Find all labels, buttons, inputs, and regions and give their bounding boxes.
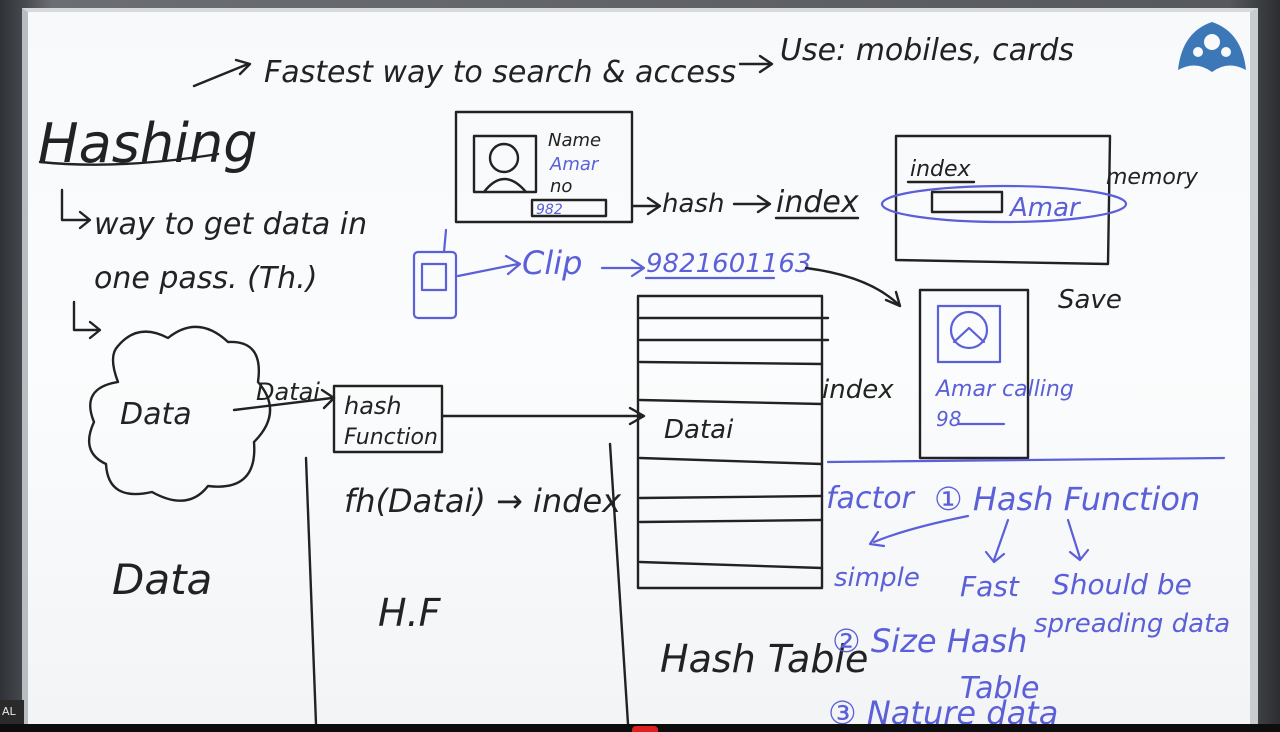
clip-label: Clip [522, 244, 582, 282]
formula: fh(Datai) → index [344, 482, 622, 520]
memory-entry: Amar [1008, 193, 1082, 223]
card-number-box [530, 198, 608, 218]
corner-tag: AL [0, 700, 24, 724]
factor-two: ② Size Hash [832, 622, 1027, 660]
table-row-data: Datai [664, 415, 734, 445]
number-to-caller-arrow [804, 266, 902, 308]
table-title: Hash Table [660, 637, 868, 681]
person-portrait-icon [472, 134, 538, 194]
card-name-label: Name [548, 130, 601, 151]
clip-arrow [600, 258, 646, 278]
record-indicator [632, 726, 658, 732]
hf-label: H.F [378, 591, 442, 635]
caller-card [918, 288, 1030, 460]
factor-arrow-spread [1066, 518, 1090, 562]
def-arrow-2 [72, 300, 102, 340]
whiteboard-drawing: Hashing Fastest way to search & access U… [38, 22, 1246, 726]
memory-entry-highlight [880, 184, 1128, 224]
arrow-label: Datai [256, 378, 320, 406]
hash-to-table-arrow [440, 406, 646, 426]
hash-table [636, 294, 830, 590]
use-text: Use: mobiles, cards [780, 33, 1074, 68]
memory-box [894, 134, 1112, 266]
cloud-label: Data [120, 397, 192, 432]
chain-index: index [776, 185, 859, 220]
factor-one: ① Hash Function [934, 480, 1200, 518]
data-cloud [87, 325, 272, 502]
intro-text: Fastest way to search & access [264, 55, 736, 90]
phone-number: 9821601163 [646, 249, 811, 279]
hash-function-box [332, 384, 444, 454]
memory-label: memory [1106, 165, 1199, 190]
hash-box-line-1: hash [344, 392, 402, 420]
chain-arrow [732, 194, 772, 214]
id-card [454, 110, 634, 224]
factor-two-b: Table [960, 671, 1039, 706]
factor-three: ③ Nature data [828, 694, 1058, 726]
hash-box-line-2: Function [344, 425, 438, 450]
card-no-label: no [550, 176, 572, 197]
def-arrow [60, 188, 92, 230]
factor-sub-fast: Fast [960, 570, 1020, 603]
phone-icon [412, 228, 458, 320]
phone-arrow [456, 254, 522, 278]
factors-divider [826, 456, 1226, 464]
table-index-label: index [822, 375, 894, 405]
whiteboard: Hashing Fastest way to search & access U… [22, 8, 1258, 726]
factor-arrow-simple [868, 514, 970, 548]
card-name-value: Amar [549, 154, 600, 175]
card-number: 982 [536, 202, 563, 218]
caller-name: Amar calling [934, 377, 1074, 402]
title-underline [38, 152, 220, 166]
hash-table-outline [636, 294, 824, 590]
memory-entry-box [930, 190, 1004, 214]
factor-heading: factor [826, 481, 916, 516]
use-arrow [738, 54, 774, 74]
chain-hash: hash [662, 189, 724, 219]
right-divider [608, 442, 630, 726]
factor-arrow-fast [984, 518, 1010, 564]
intro-arrow [192, 58, 252, 88]
caller-number: 98 [936, 407, 961, 431]
definition-line-1: way to get data in [94, 207, 367, 242]
memory-index: index [910, 157, 972, 182]
factor-sub-simple: simple [834, 563, 920, 593]
card-arrow [630, 196, 662, 216]
emblem-icon [1178, 22, 1246, 72]
save-label: Save [1058, 285, 1122, 315]
left-divider [304, 456, 318, 726]
hash-table-rows [638, 316, 830, 570]
factor-sub-should: Should be [1052, 568, 1192, 601]
title-hashing: Hashing [38, 112, 258, 175]
definition-line-2: one pass. (Th.) [94, 261, 317, 296]
person-portrait-icon [936, 304, 1002, 364]
left-data: Data [112, 555, 212, 604]
factor-sub-spreading: spreading data [1034, 609, 1230, 639]
